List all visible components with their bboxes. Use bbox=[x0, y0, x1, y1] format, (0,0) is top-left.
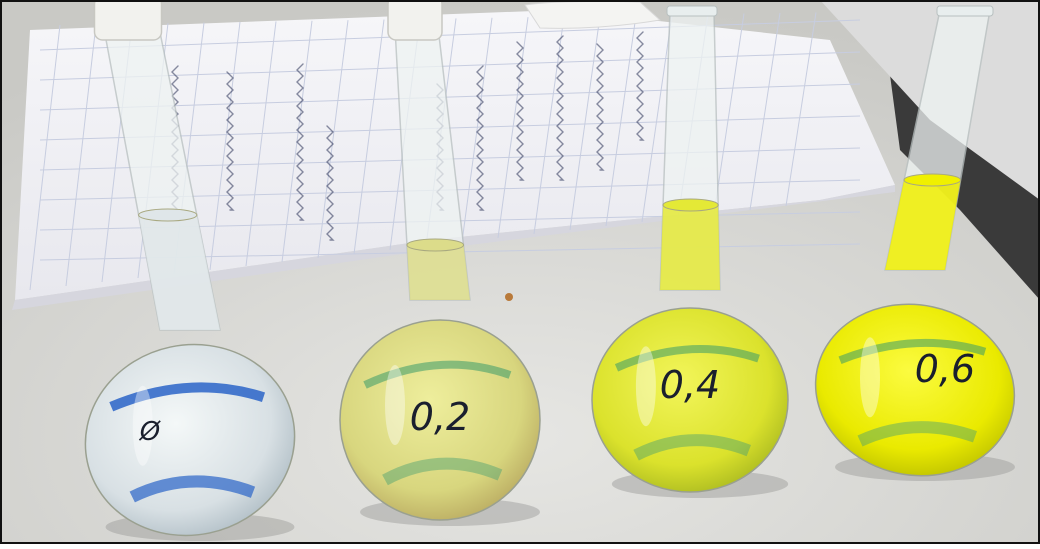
flask-label: Ø bbox=[139, 417, 162, 447]
reflection-band bbox=[838, 338, 987, 364]
reflection-band bbox=[129, 475, 256, 503]
flask-stopper bbox=[93, 0, 163, 41]
glass-highlight bbox=[132, 385, 153, 466]
meniscus bbox=[662, 198, 719, 212]
reflection-band bbox=[614, 345, 760, 372]
liquid-in-neck bbox=[660, 205, 720, 290]
meniscus bbox=[903, 173, 962, 187]
flask-label: 0,2 bbox=[410, 395, 470, 439]
reflection-band bbox=[109, 382, 266, 412]
flask-rim bbox=[936, 5, 994, 17]
reflection-band bbox=[363, 360, 512, 389]
bench-stain bbox=[505, 293, 513, 301]
flask-rim bbox=[666, 5, 718, 17]
meniscus bbox=[406, 238, 465, 252]
volumetric-flask: 0,6 bbox=[814, 5, 1016, 481]
volumetric-flask: 0,4 bbox=[591, 5, 789, 498]
flask-label: 0,4 bbox=[660, 363, 720, 407]
glass-highlight bbox=[635, 346, 656, 427]
glass-highlight bbox=[385, 365, 405, 445]
volumetric-flask: 0,2 bbox=[339, 0, 541, 526]
reflection-band bbox=[857, 421, 978, 447]
reflection-band bbox=[633, 434, 751, 461]
liquid-in-neck bbox=[406, 245, 470, 300]
volumetric-flask: Ø bbox=[84, 0, 296, 541]
liquid-in-neck bbox=[885, 180, 961, 270]
flask-group: Ø 0,2 0,4 0,6 bbox=[84, 0, 1016, 541]
liquid-in-neck bbox=[138, 215, 220, 330]
reflection-band bbox=[382, 457, 503, 486]
glass-highlight bbox=[860, 337, 880, 418]
glove bbox=[524, 0, 662, 29]
flask-label: 0,6 bbox=[915, 347, 975, 391]
flask-stopper bbox=[387, 0, 443, 41]
meniscus bbox=[138, 208, 198, 222]
